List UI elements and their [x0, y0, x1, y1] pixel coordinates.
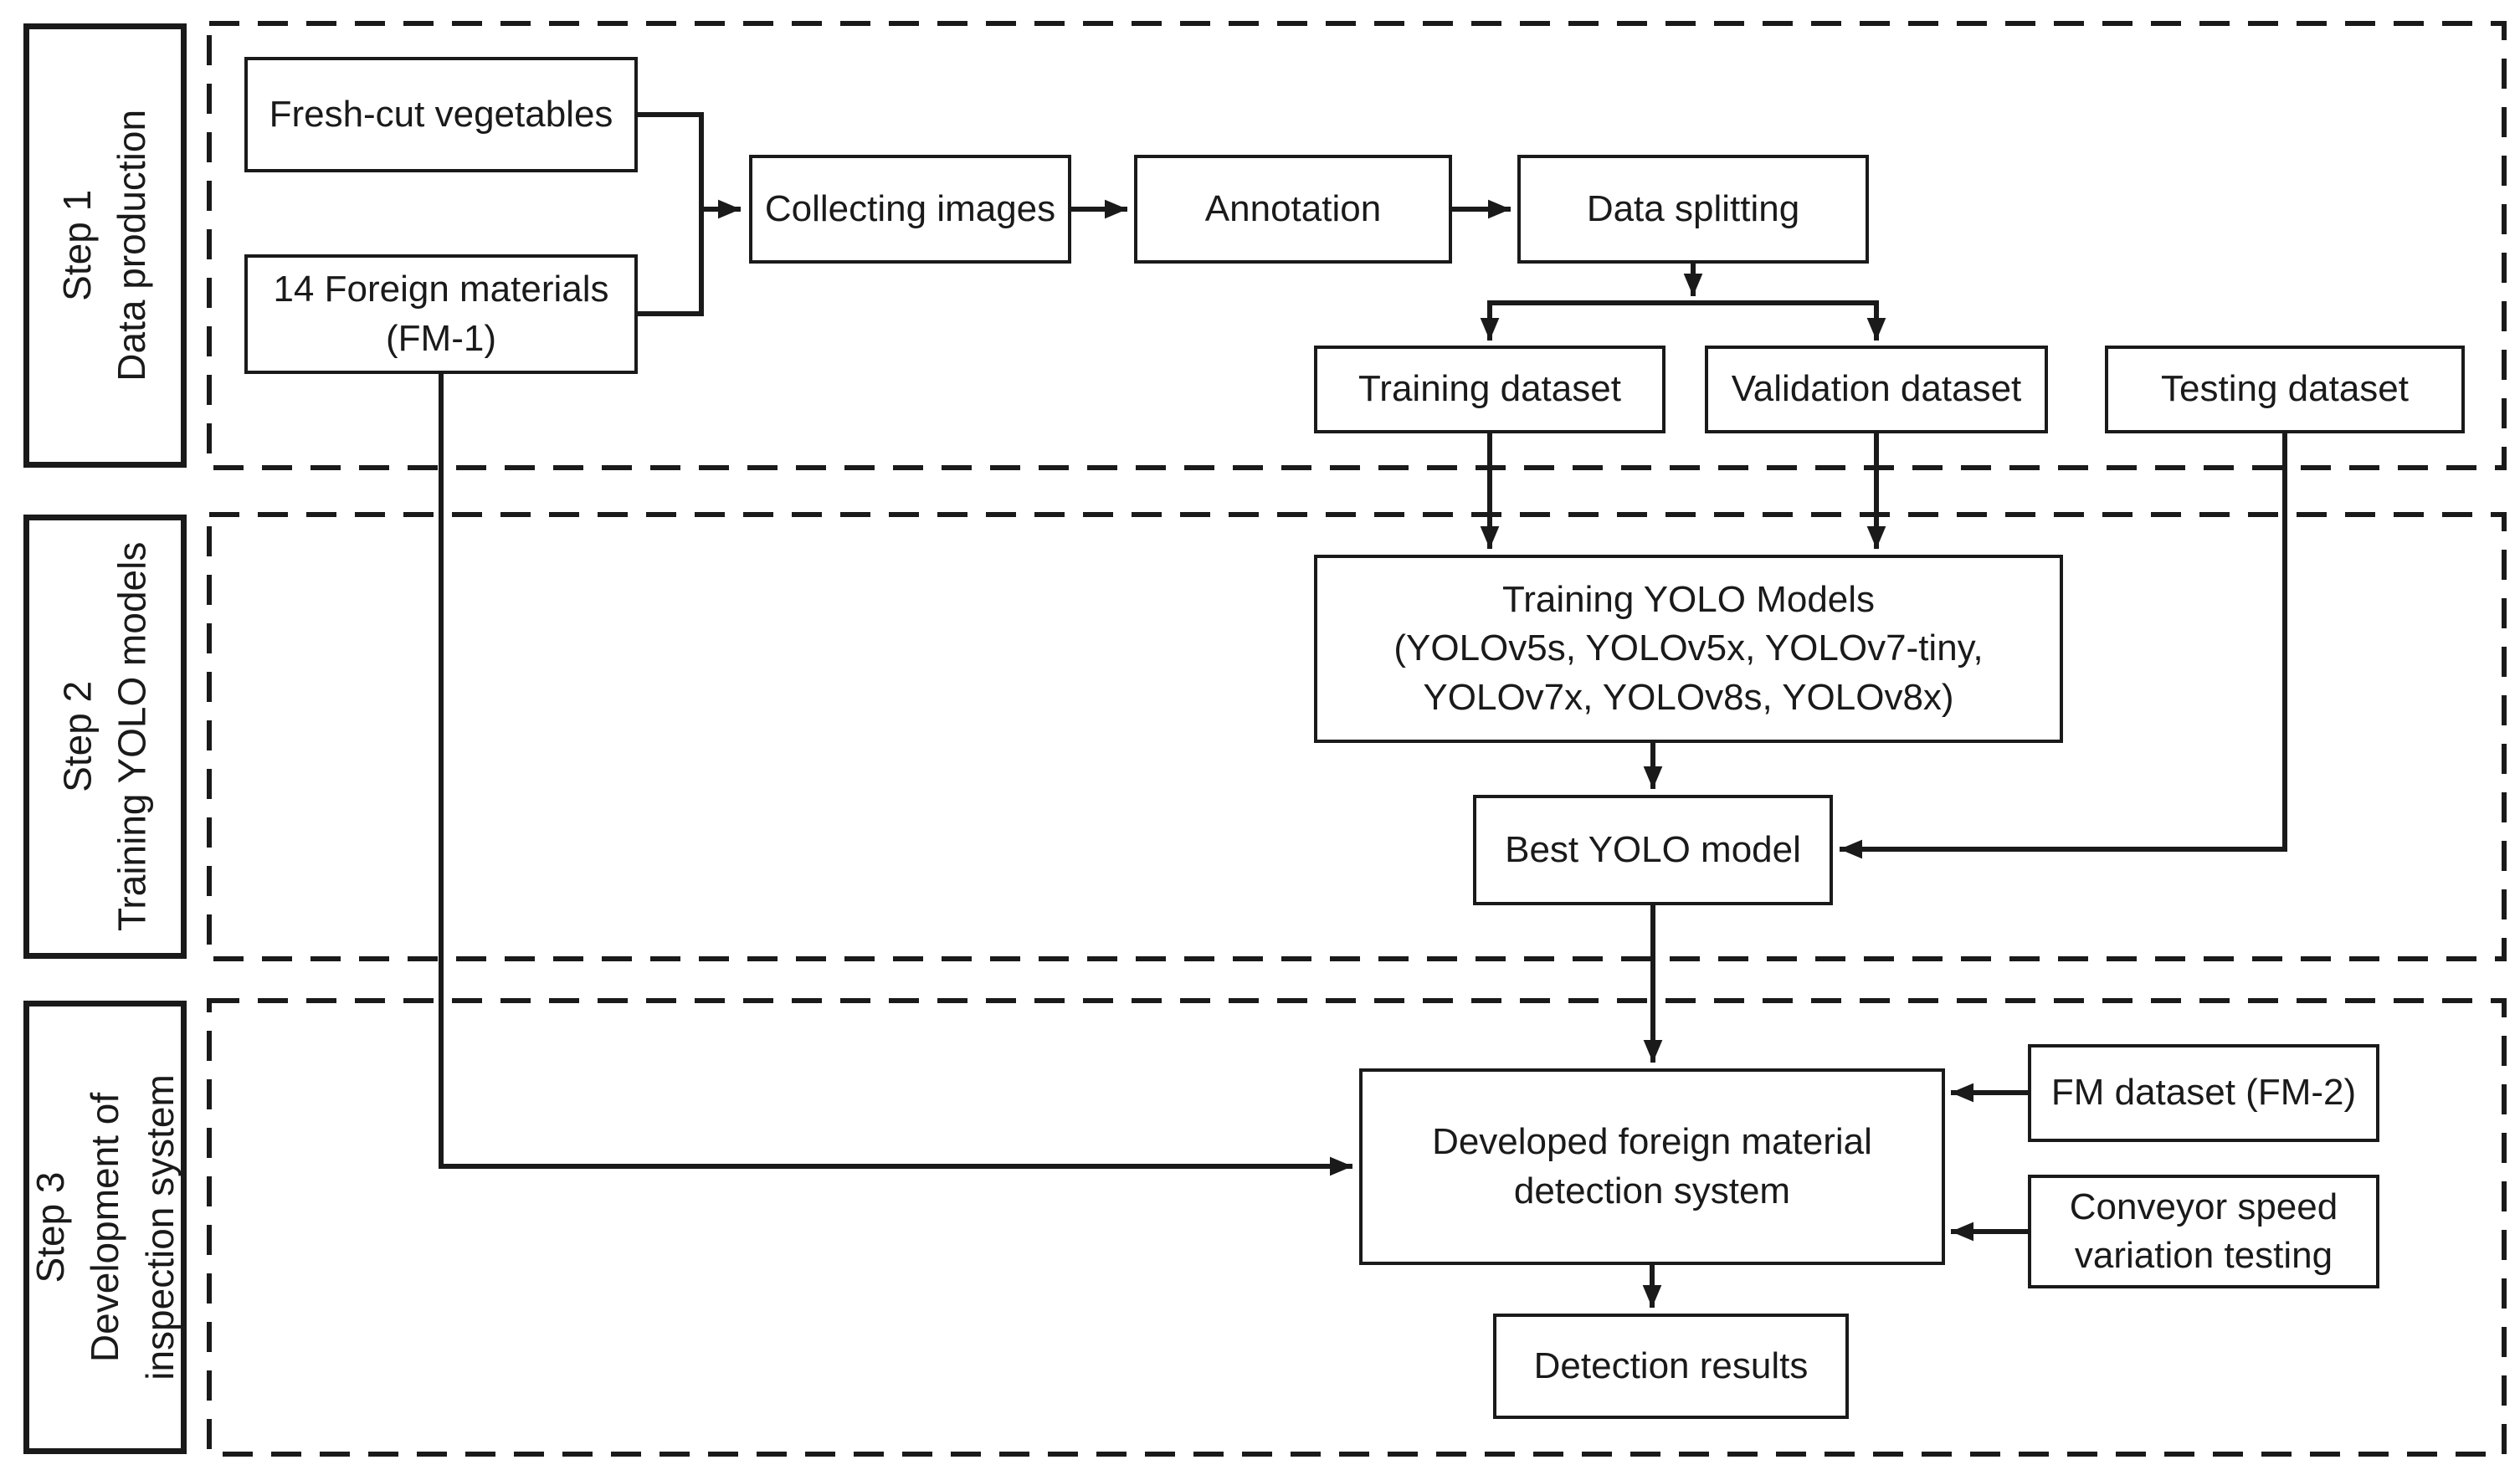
developed-system-line2: detection system — [1513, 1170, 1791, 1211]
box-data-splitting: Data splitting — [1517, 155, 1869, 264]
connector-fm1-to-developed — [439, 374, 1352, 1176]
box-fresh-cut-vegetables: Fresh-cut vegetables — [244, 57, 638, 172]
connector-merge-bracket — [638, 112, 704, 316]
data-splitting-label: Data splitting — [1586, 187, 1800, 229]
box-validation-dataset: Validation dataset — [1705, 346, 2048, 433]
foreign-materials-line1: 14 Foreign materials — [273, 269, 609, 310]
developed-system-line1: Developed foreign material — [1432, 1121, 1872, 1163]
testing-dataset-label: Testing dataset — [2161, 368, 2409, 410]
step1-label-line2: Data production — [110, 110, 154, 382]
connector-testing-to-best — [1840, 433, 2287, 859]
training-yolo-line2: (YOLOv5s, YOLOv5x, YOLOv7-tiny, — [1393, 627, 1984, 669]
box-training-yolo-models: Training YOLO Models (YOLOv5s, YOLOv5x, … — [1314, 555, 2063, 743]
step1-label-box: Step 1 Data production — [23, 23, 187, 468]
box-annotation: Annotation — [1134, 155, 1452, 264]
box-fm-dataset-fm2: FM dataset (FM-2) — [2028, 1044, 2379, 1142]
collecting-images-label: Collecting images — [764, 187, 1056, 229]
conveyor-line2: variation testing — [2074, 1235, 2333, 1276]
step3-dashed-region — [207, 998, 2507, 1457]
box-collecting-images: Collecting images — [749, 155, 1071, 264]
step3-label-line2: Development of — [82, 1092, 126, 1363]
step2-label-text: Step 2 Training YOLO models — [50, 542, 160, 931]
box-developed-detection-system: Developed foreign material detection sys… — [1359, 1068, 1945, 1265]
step3-label-box: Step 3 Development of inspection system — [23, 1001, 187, 1454]
training-dataset-label: Training dataset — [1358, 368, 1621, 410]
step2-dashed-region — [207, 512, 2507, 961]
step1-dashed-region — [207, 21, 2507, 470]
box-detection-results: Detection results — [1493, 1314, 1849, 1419]
box-14-foreign-materials: 14 Foreign materials (FM-1) — [244, 254, 638, 374]
fm-dataset-label: FM dataset (FM-2) — [2050, 1072, 2357, 1114]
best-yolo-model-label: Best YOLO model — [1505, 828, 1801, 870]
step2-label-line2: Training YOLO models — [110, 541, 154, 932]
box-testing-dataset: Testing dataset — [2105, 346, 2465, 433]
step1-label-line1: Step 1 — [55, 190, 100, 302]
step3-label-line3: inspection system — [137, 1074, 182, 1380]
fresh-cut-vegetables-label: Fresh-cut vegetables — [269, 93, 613, 135]
foreign-materials-line2: (FM-1) — [386, 317, 496, 359]
box-best-yolo-model: Best YOLO model — [1473, 795, 1833, 905]
step1-label-text: Step 1 Data production — [50, 110, 160, 382]
conveyor-line1: Conveyor speed — [2069, 1186, 2338, 1227]
validation-dataset-label: Validation dataset — [1731, 368, 2022, 410]
step3-label-text: Step 3 Development of inspection system — [23, 1074, 187, 1380]
step2-label-line1: Step 2 — [55, 681, 100, 793]
training-yolo-line3: YOLOv7x, YOLOv8s, YOLOv8x) — [1423, 676, 1954, 718]
step3-label-line1: Step 3 — [28, 1171, 72, 1283]
box-conveyor-speed-testing: Conveyor speed variation testing — [2028, 1175, 2379, 1288]
detection-results-label: Detection results — [1533, 1345, 1809, 1386]
training-yolo-line1: Training YOLO Models — [1501, 579, 1876, 621]
step2-label-box: Step 2 Training YOLO models — [23, 515, 187, 959]
annotation-label: Annotation — [1204, 187, 1382, 229]
box-training-dataset: Training dataset — [1314, 346, 1665, 433]
